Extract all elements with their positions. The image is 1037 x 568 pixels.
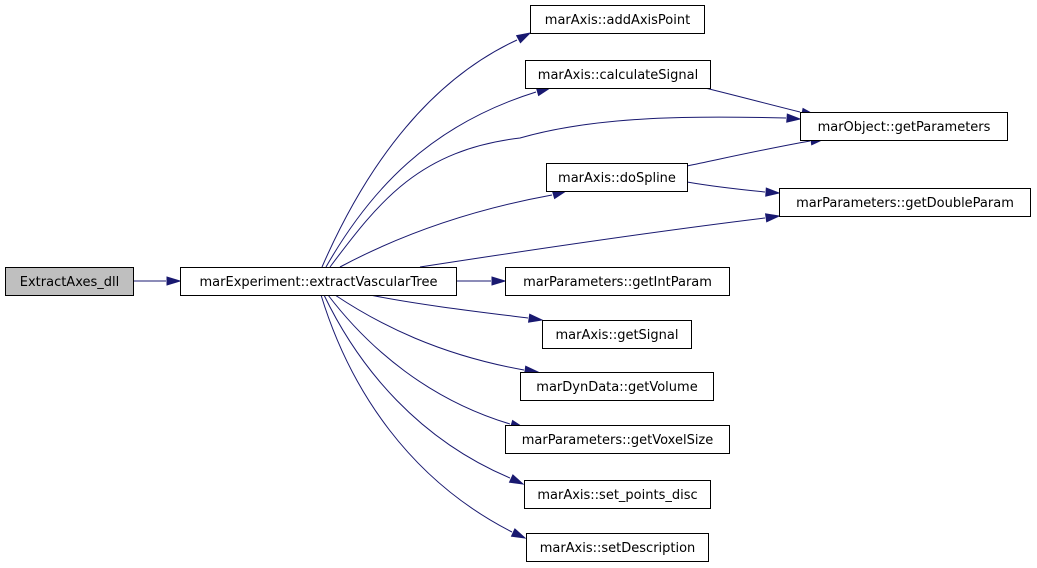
node-extract-vascular-tree[interactable]: marExperiment::extractVascularTree	[180, 267, 457, 296]
edge-do-spline-to-get-parameters	[686, 136, 826, 167]
node-label: marAxis::calculateSignal	[538, 68, 698, 83]
edge-extract-vascular-tree-to-set-points-disc	[323, 294, 525, 485]
edge-extract-vascular-tree-to-set-description	[320, 294, 527, 539]
arrowhead-icon	[527, 313, 544, 323]
node-box	[505, 267, 730, 296]
node-extractaxes-dll[interactable]: ExtractAxes_dll	[5, 267, 134, 296]
node-label: marParameters::getIntParam	[523, 275, 712, 290]
node-get-volume[interactable]: marDynData::getVolume	[520, 372, 714, 401]
node-get-double-param[interactable]: marParameters::getDoubleParam	[779, 188, 1031, 217]
node-box	[779, 188, 1031, 217]
nodes-layer: ExtractAxes_dll marExperiment::extractVas…	[5, 5, 1031, 562]
arrowhead-icon	[508, 474, 525, 485]
node-box	[180, 267, 457, 296]
edge-extract-vascular-tree-to-get-volume	[334, 294, 540, 375]
node-label: marAxis::addAxisPoint	[545, 13, 690, 28]
arrowhead-icon	[510, 528, 527, 539]
node-get-voxel-size[interactable]: marParameters::getVoxelSize	[505, 425, 730, 454]
edge-line	[329, 116, 787, 268]
edges-layer	[133, 32, 826, 539]
edge-line	[327, 294, 511, 425]
node-add-axis-point[interactable]: marAxis::addAxisPoint	[530, 5, 705, 34]
node-label: marAxis::doSpline	[558, 171, 676, 186]
node-get-int-param[interactable]: marParameters::getIntParam	[505, 267, 730, 296]
edge-line	[704, 87, 801, 113]
edge-line	[325, 91, 537, 268]
edge-extract-vascular-tree-to-get-voxel-size	[327, 294, 526, 429]
node-label: marParameters::getVoxelSize	[522, 433, 714, 448]
edge-extract-vascular-tree-to-do-spline	[339, 190, 568, 268]
edge-extractaxes-dll-to-extract-vascular-tree	[133, 276, 182, 286]
arrowhead-icon	[786, 113, 802, 123]
node-calculate-signal[interactable]: marAxis::calculateSignal	[525, 60, 711, 89]
arrowhead-icon	[491, 276, 507, 286]
edge-calculate-signal-to-get-parameters	[704, 87, 817, 117]
node-box	[530, 5, 705, 34]
node-label: marDynData::getVolume	[536, 380, 697, 395]
node-box	[520, 372, 714, 401]
node-box	[5, 267, 134, 296]
edge-line	[686, 140, 811, 167]
node-get-parameters[interactable]: marObject::getParameters	[800, 112, 1008, 141]
node-label: marObject::getParameters	[818, 120, 991, 135]
edge-line	[419, 217, 766, 268]
node-label: marAxis::setDescription	[540, 541, 696, 556]
edge-line	[334, 294, 525, 371]
node-set-points-disc[interactable]: marAxis::set_points_disc	[524, 480, 711, 509]
node-get-signal[interactable]: marAxis::getSignal	[542, 320, 692, 349]
node-label: ExtractAxes_dll	[20, 275, 120, 290]
node-box	[542, 320, 692, 349]
edge-line	[323, 294, 511, 479]
edge-line	[686, 181, 766, 193]
edge-extract-vascular-tree-to-get-double-param	[419, 213, 781, 268]
arrowhead-icon	[515, 32, 532, 44]
node-box	[546, 163, 688, 192]
node-box	[800, 112, 1008, 141]
node-box	[525, 60, 711, 89]
node-box	[524, 480, 711, 509]
node-do-spline[interactable]: marAxis::doSpline	[546, 163, 688, 192]
edge-extract-vascular-tree-to-get-parameters	[329, 113, 802, 268]
arrowhead-icon	[765, 187, 781, 197]
node-label: marParameters::getDoubleParam	[796, 196, 1014, 211]
edge-extract-vascular-tree-to-get-int-param	[456, 276, 507, 286]
arrowhead-icon	[166, 276, 182, 286]
edge-line	[339, 194, 553, 268]
edge-do-spline-to-get-double-param	[686, 181, 781, 197]
edge-extract-vascular-tree-to-add-axis-point	[321, 32, 532, 268]
arrowhead-icon	[764, 213, 781, 223]
node-set-description[interactable]: marAxis::setDescription	[526, 533, 709, 562]
edge-line	[369, 294, 529, 319]
node-label: marExperiment::extractVascularTree	[200, 275, 438, 290]
node-label: marAxis::getSignal	[556, 328, 679, 343]
node-box	[526, 533, 709, 562]
edge-line	[320, 294, 513, 533]
edge-line	[321, 39, 518, 268]
edge-extract-vascular-tree-to-get-signal	[369, 294, 544, 323]
node-label: marAxis::set_points_disc	[537, 488, 697, 503]
node-box	[505, 425, 730, 454]
edge-extract-vascular-tree-to-calculate-signal	[325, 87, 552, 268]
